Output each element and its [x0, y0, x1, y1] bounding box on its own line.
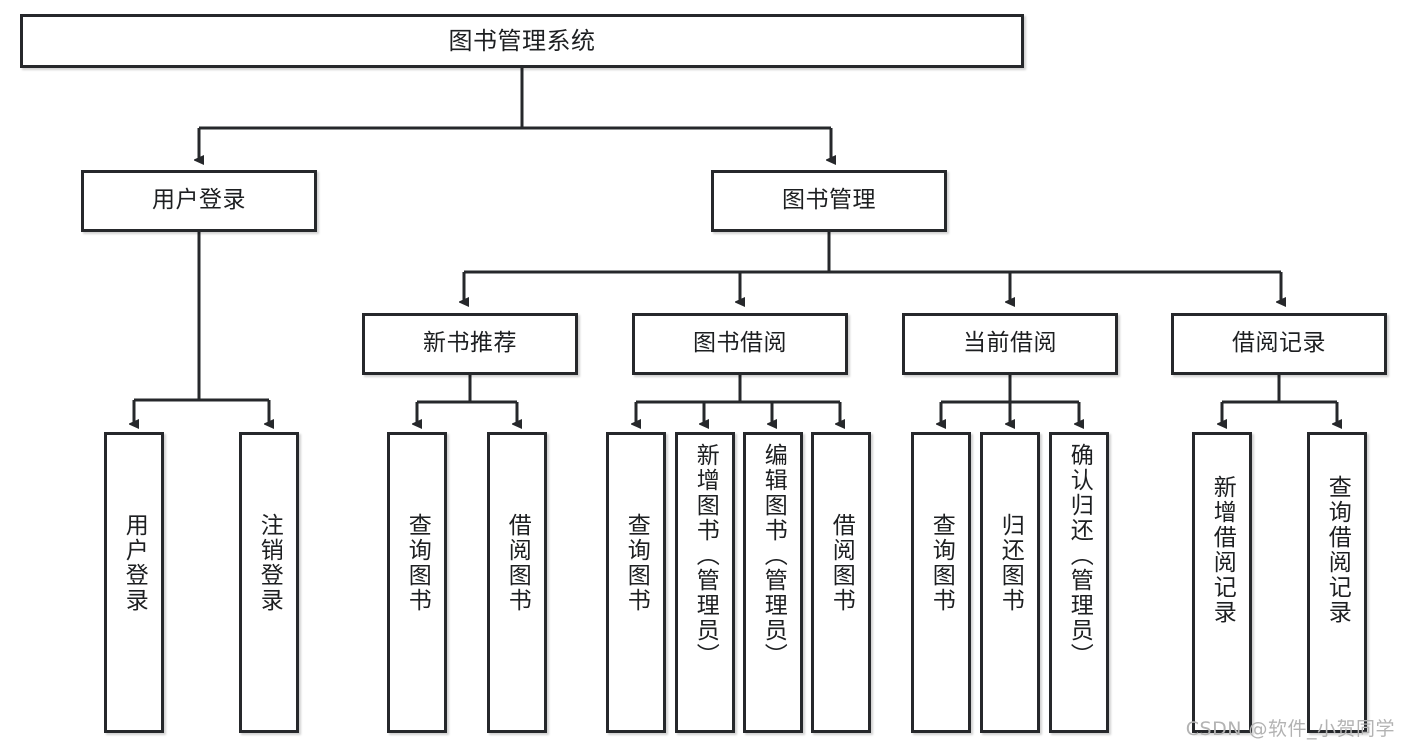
node-book-management[interactable]: 图书管理: [711, 170, 947, 232]
node-root-system[interactable]: 图书管理系统: [20, 14, 1024, 68]
node-label: 图书管理: [782, 187, 876, 214]
node-label: 借阅图书: [828, 513, 855, 613]
node-label: 查询图书: [928, 513, 955, 613]
leaf-user-logout[interactable]: 注销登录: [239, 432, 299, 733]
node-label: 图书借阅: [693, 330, 787, 357]
node-label: 确认归还（管理员）: [1066, 443, 1093, 668]
leaf-return-book[interactable]: 归还图书: [980, 432, 1040, 733]
node-label: 新增借阅记录: [1209, 475, 1236, 625]
leaf-borrow-book-recommend[interactable]: 借阅图书: [487, 432, 547, 733]
leaf-query-book-recommend[interactable]: 查询图书: [387, 432, 447, 733]
leaf-add-book-admin[interactable]: 新增图书（管理员）: [675, 432, 735, 733]
node-current-borrow[interactable]: 当前借阅: [902, 313, 1118, 375]
leaf-edit-book-admin[interactable]: 编辑图书（管理员）: [743, 432, 803, 733]
leaf-confirm-return-admin[interactable]: 确认归还（管理员）: [1049, 432, 1109, 733]
node-label: 图书管理系统: [448, 26, 596, 55]
node-label: 编辑图书（管理员）: [760, 443, 787, 668]
node-label: 用户登录: [152, 187, 246, 214]
node-label: 用户登录: [121, 513, 148, 613]
node-label: 借阅图书: [504, 513, 531, 613]
node-label: 查询图书: [623, 513, 650, 613]
node-label: 当前借阅: [963, 330, 1057, 357]
node-label: 归还图书: [997, 513, 1024, 613]
leaf-borrow-book[interactable]: 借阅图书: [811, 432, 871, 733]
node-label: 注销登录: [256, 513, 283, 613]
leaf-query-borrow-record[interactable]: 查询借阅记录: [1307, 432, 1367, 733]
node-book-borrow[interactable]: 图书借阅: [632, 313, 848, 375]
node-label: 借阅记录: [1232, 330, 1326, 357]
leaf-query-book-borrow[interactable]: 查询图书: [606, 432, 666, 733]
node-user-login[interactable]: 用户登录: [81, 170, 317, 232]
node-label: 查询图书: [404, 513, 431, 613]
leaf-add-borrow-record[interactable]: 新增借阅记录: [1192, 432, 1252, 733]
node-new-book-recommend[interactable]: 新书推荐: [362, 313, 578, 375]
node-label: 查询借阅记录: [1324, 475, 1351, 625]
node-label: 新书推荐: [423, 330, 517, 357]
node-borrow-record[interactable]: 借阅记录: [1171, 313, 1387, 375]
watermark: CSDN @软件_小贺同学: [1185, 718, 1395, 740]
leaf-user-login[interactable]: 用户登录: [104, 432, 164, 733]
leaf-query-book-current[interactable]: 查询图书: [911, 432, 971, 733]
node-label: 新增图书（管理员）: [692, 443, 719, 668]
